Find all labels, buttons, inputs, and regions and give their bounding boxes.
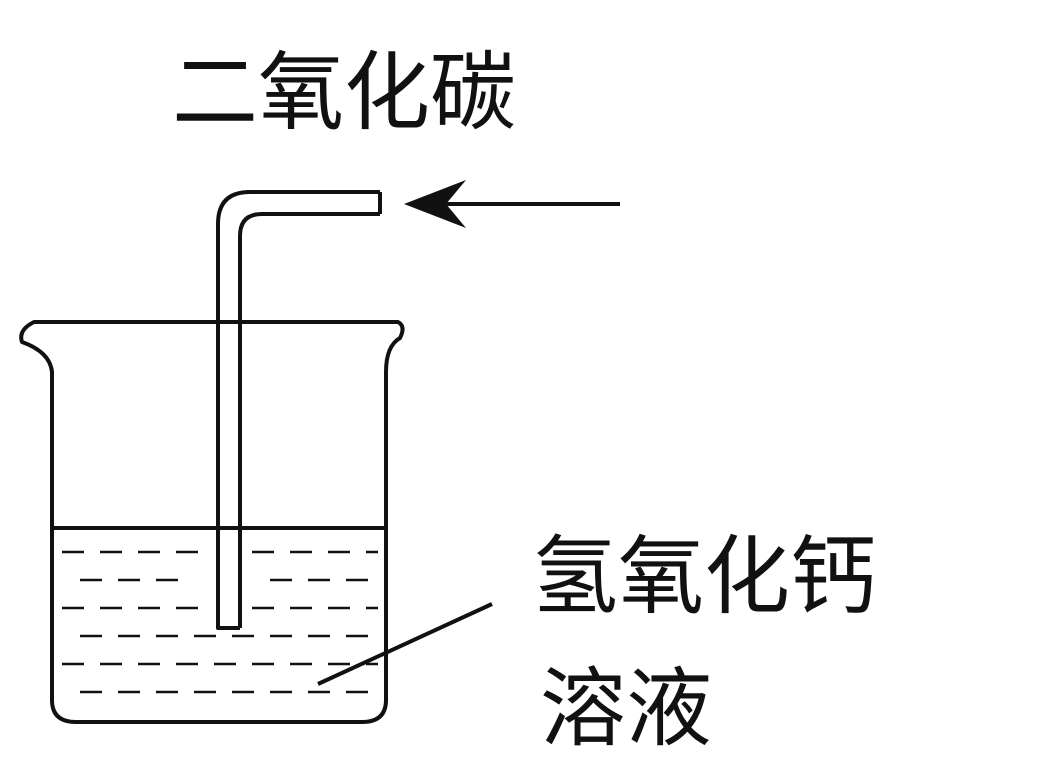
solution-label-line2: 溶液 [540,659,712,759]
beaker [19,320,405,724]
solution-leader-line [317,602,493,686]
liquid-dashes [62,550,378,694]
solution-label-line1: 氢氧化钙 [532,527,876,627]
delivery-tube [216,190,382,630]
flow-arrow-icon [404,180,620,228]
gas-label: 二氧化碳 [172,43,516,143]
